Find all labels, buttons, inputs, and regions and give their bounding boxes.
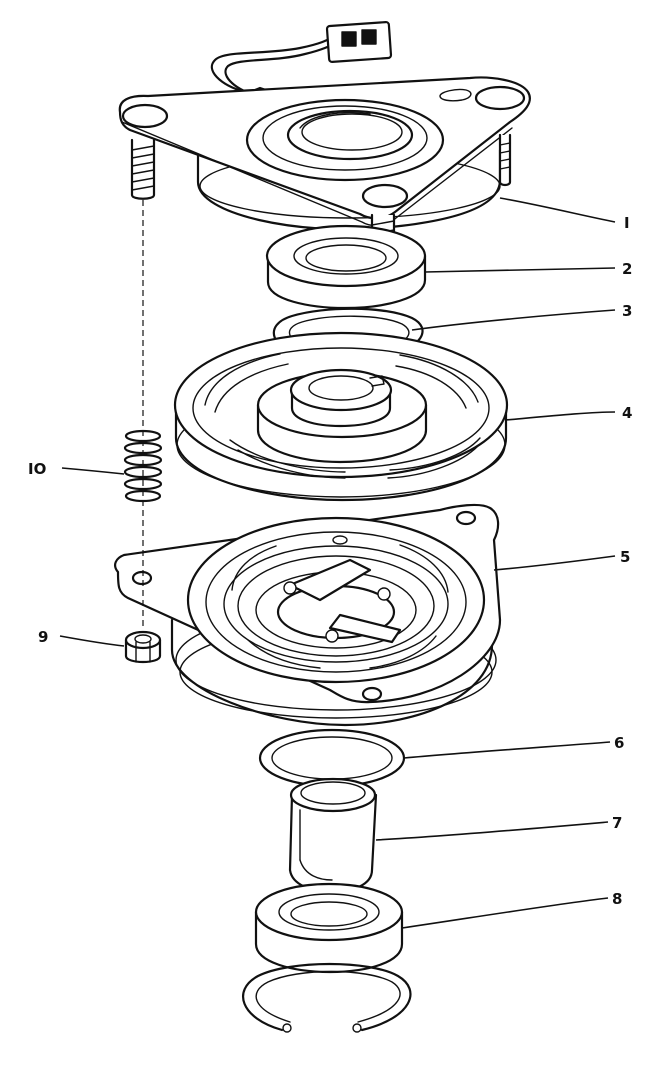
part-9-nut xyxy=(124,630,162,664)
callout-1: I xyxy=(624,214,630,232)
callout-4: 4 xyxy=(622,404,632,422)
callout-9: 9 xyxy=(38,628,48,646)
part-2-bearing xyxy=(265,224,427,310)
callout-6: 6 xyxy=(614,734,624,752)
part-10-spring xyxy=(123,429,163,503)
callout-labels: I 2 3 4 5 6 7 8 9 IO xyxy=(28,214,632,908)
callout-3: 3 xyxy=(622,302,632,320)
part-5-field-plate xyxy=(114,503,502,727)
part-1-field-coil-plate xyxy=(118,20,531,296)
callout-leaders xyxy=(59,197,616,929)
part-4-pulley xyxy=(173,331,509,502)
lower-snap-ring xyxy=(242,962,412,1033)
callout-10: IO xyxy=(28,460,46,478)
part-6-ring xyxy=(258,728,406,788)
callout-7: 7 xyxy=(612,814,622,832)
callout-5: 5 xyxy=(620,548,630,566)
part-7-sleeve xyxy=(288,777,378,894)
callout-8: 8 xyxy=(612,890,622,908)
callout-2: 2 xyxy=(622,260,632,278)
part-8-bearing xyxy=(254,882,404,974)
